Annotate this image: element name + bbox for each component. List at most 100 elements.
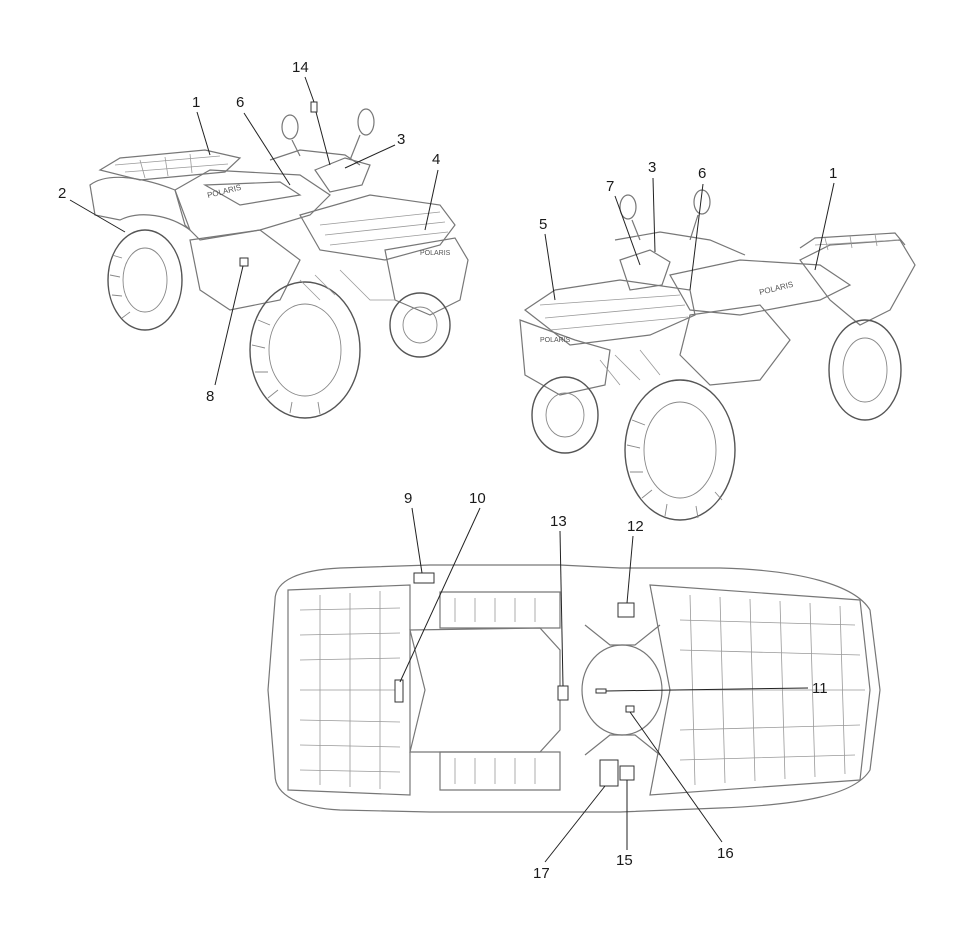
rear-rack-bars-2 xyxy=(814,233,899,251)
front-left-wheel-2 xyxy=(531,376,599,454)
callout-14: 14 xyxy=(292,59,309,76)
leader-17 xyxy=(544,785,606,863)
callout-10: 10 xyxy=(469,490,486,507)
leader-4 xyxy=(424,169,439,231)
mirror-2-left xyxy=(619,194,637,220)
leader-13 xyxy=(559,530,564,687)
leader-10 xyxy=(399,507,481,683)
footwell-2 xyxy=(679,304,791,386)
brand-logo-side-2: POLARIS xyxy=(758,280,794,297)
left-mirror-stem xyxy=(291,139,301,157)
decal-16-marker xyxy=(625,705,635,713)
callout-5: 5 xyxy=(539,216,547,233)
front-rack-lines xyxy=(319,211,449,246)
decal-8-marker xyxy=(239,257,249,267)
callouts-view-1: 1 2 6 14 3 4 8 xyxy=(58,59,440,405)
front-tread-2 xyxy=(626,419,723,519)
leader-3-right xyxy=(652,177,656,253)
atv-left-rear-view: POLARIS POLARIS xyxy=(89,101,469,419)
handlebar xyxy=(269,149,361,166)
rear-right-rim-2 xyxy=(842,337,888,403)
rear-fender-2 xyxy=(799,239,916,326)
front-right-wheel-2 xyxy=(624,379,736,521)
callout-9: 9 xyxy=(404,490,412,507)
leader-2 xyxy=(69,199,126,233)
rear-fender xyxy=(89,176,192,232)
headlight-pod-2 xyxy=(619,249,671,291)
leader-14 xyxy=(304,76,331,166)
rear-left-rim xyxy=(122,247,168,313)
callout-3-left: 3 xyxy=(397,131,405,148)
front-bumper-2 xyxy=(519,319,611,396)
callout-2: 2 xyxy=(58,185,66,202)
callout-3-right: 3 xyxy=(648,159,656,176)
vehicle-outline xyxy=(267,564,881,813)
callout-8: 8 xyxy=(206,388,214,405)
mirror-2-left-stem xyxy=(631,219,641,241)
front-right-rim xyxy=(402,306,438,344)
rear-rack-2 xyxy=(799,232,906,249)
leader-5 xyxy=(544,233,556,301)
rear-rack-plan-cross xyxy=(319,591,381,789)
front-rack-plan-cross xyxy=(679,619,865,761)
decal-14-marker xyxy=(310,101,318,113)
rear-tread xyxy=(109,254,131,319)
callout-13: 13 xyxy=(550,513,567,530)
front-hood-2 xyxy=(523,279,696,346)
brand-logo-side: POLARIS xyxy=(206,183,242,200)
handlebar-plan xyxy=(584,624,661,756)
leader-8 xyxy=(214,265,244,386)
footrest-top xyxy=(439,591,561,629)
front-left-wheel xyxy=(249,281,361,419)
handlebar-2 xyxy=(614,231,746,256)
front-left-rim xyxy=(268,303,342,397)
leader-1-left xyxy=(196,111,211,156)
leader-6-left xyxy=(243,112,291,186)
left-mirror xyxy=(281,114,299,140)
footrest-bottom-ribs xyxy=(454,758,536,784)
rear-rack-plan xyxy=(287,584,411,796)
footrest-bottom xyxy=(439,751,561,791)
callout-15: 15 xyxy=(616,852,633,869)
callout-17: 17 xyxy=(533,865,550,882)
decal-9-marker xyxy=(413,572,435,584)
rear-right-wheel-2 xyxy=(828,319,902,421)
decal-15-marker xyxy=(619,765,635,781)
leader-12 xyxy=(626,535,634,604)
front-right-wheel xyxy=(389,292,451,358)
seat xyxy=(202,181,302,206)
front-tread xyxy=(251,319,321,415)
callout-12: 12 xyxy=(627,518,644,535)
leader-11 xyxy=(605,687,809,692)
brand-logo-front-2: POLARIS xyxy=(540,337,571,344)
leader-16 xyxy=(629,711,723,843)
decal-13-marker xyxy=(557,685,569,701)
leader-9 xyxy=(411,507,423,574)
callout-1-left: 1 xyxy=(192,94,200,111)
callout-4: 4 xyxy=(432,151,440,168)
callout-7: 7 xyxy=(606,178,614,195)
footwell xyxy=(189,229,301,311)
callout-6-right: 6 xyxy=(698,165,706,182)
brand-logo-front: POLARIS xyxy=(420,250,451,257)
rack-bars xyxy=(114,153,229,179)
decal-12-marker xyxy=(617,602,635,618)
callout-16: 16 xyxy=(717,845,734,862)
leader-7 xyxy=(614,195,641,266)
front-hood xyxy=(299,194,456,261)
leader-3-left xyxy=(344,144,396,169)
seat-body-2 xyxy=(669,259,852,316)
front-right-rim-2 xyxy=(643,401,717,499)
front-rack-lines-2 xyxy=(539,294,689,331)
leader-1-right xyxy=(814,182,835,271)
callouts-view-3: 9 10 13 12 11 16 15 17 xyxy=(399,490,828,882)
callout-11: 11 xyxy=(812,680,828,697)
center-pan xyxy=(409,627,561,753)
leader-6-right xyxy=(689,183,704,291)
headlight-pod xyxy=(314,157,371,193)
suspension xyxy=(299,269,395,301)
front-left-rim-2 xyxy=(545,392,585,438)
decal-11-marker xyxy=(595,688,607,694)
